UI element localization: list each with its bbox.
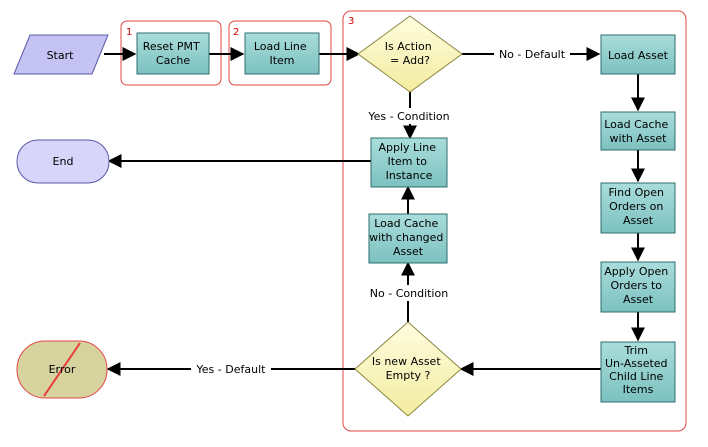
load-asset-label: Load Asset bbox=[608, 49, 669, 62]
find-open-orders-label: Find Open Orders on Asset bbox=[609, 186, 668, 227]
end-label: End bbox=[53, 155, 74, 168]
edge-label-no-condition: No - Condition bbox=[370, 287, 448, 300]
start-node[interactable] bbox=[13, 34, 109, 75]
load-cache-changed-node[interactable] bbox=[368, 213, 448, 264]
error-slash bbox=[43, 342, 81, 397]
step-group-3 bbox=[342, 10, 687, 432]
load-asset-node[interactable] bbox=[600, 34, 676, 75]
load-cache-changed-label: Load Cache with changed Asset bbox=[369, 217, 447, 258]
step-number-3: 3 bbox=[348, 16, 354, 27]
step-number-2: 2 bbox=[233, 27, 239, 38]
apply-line-item-node[interactable] bbox=[370, 137, 448, 188]
error-label: Error bbox=[49, 363, 76, 376]
end-node[interactable] bbox=[16, 139, 110, 184]
is-new-asset-empty-label: Is new Asset Empty ? bbox=[372, 355, 444, 382]
find-open-orders-node[interactable] bbox=[600, 182, 676, 234]
edge-label-yes-condition: Yes - Condition bbox=[367, 110, 449, 123]
apply-open-orders-node[interactable] bbox=[600, 261, 676, 313]
edge-label-yes-default: Yes - Default bbox=[196, 363, 267, 376]
is-action-add-decision[interactable] bbox=[357, 15, 463, 93]
reset-pmt-cache-node[interactable] bbox=[136, 32, 210, 75]
start-label: Start bbox=[47, 49, 75, 62]
trim-unasseted-label: Trim Un-Asseted Child Line Items bbox=[605, 344, 671, 396]
load-line-item-node[interactable] bbox=[244, 32, 320, 75]
load-line-item-label: Load Line Item bbox=[254, 40, 310, 67]
reset-pmt-cache-label: Reset PMT Cache bbox=[143, 40, 204, 67]
is-action-add-label: Is Action = Add? bbox=[385, 40, 435, 67]
trim-unasseted-node[interactable] bbox=[600, 341, 676, 403]
edge-label-no-default: No - Default bbox=[499, 48, 566, 61]
apply-line-item-label: Apply Line Item to Instance bbox=[379, 141, 440, 182]
load-cache-with-asset-label: Load Cache with Asset bbox=[604, 118, 672, 145]
step-number-1: 1 bbox=[126, 27, 132, 38]
load-cache-with-asset-node[interactable] bbox=[600, 111, 676, 151]
is-new-asset-empty-decision[interactable] bbox=[354, 321, 462, 417]
apply-open-orders-label: Apply Open Orders to Asset bbox=[604, 265, 671, 306]
